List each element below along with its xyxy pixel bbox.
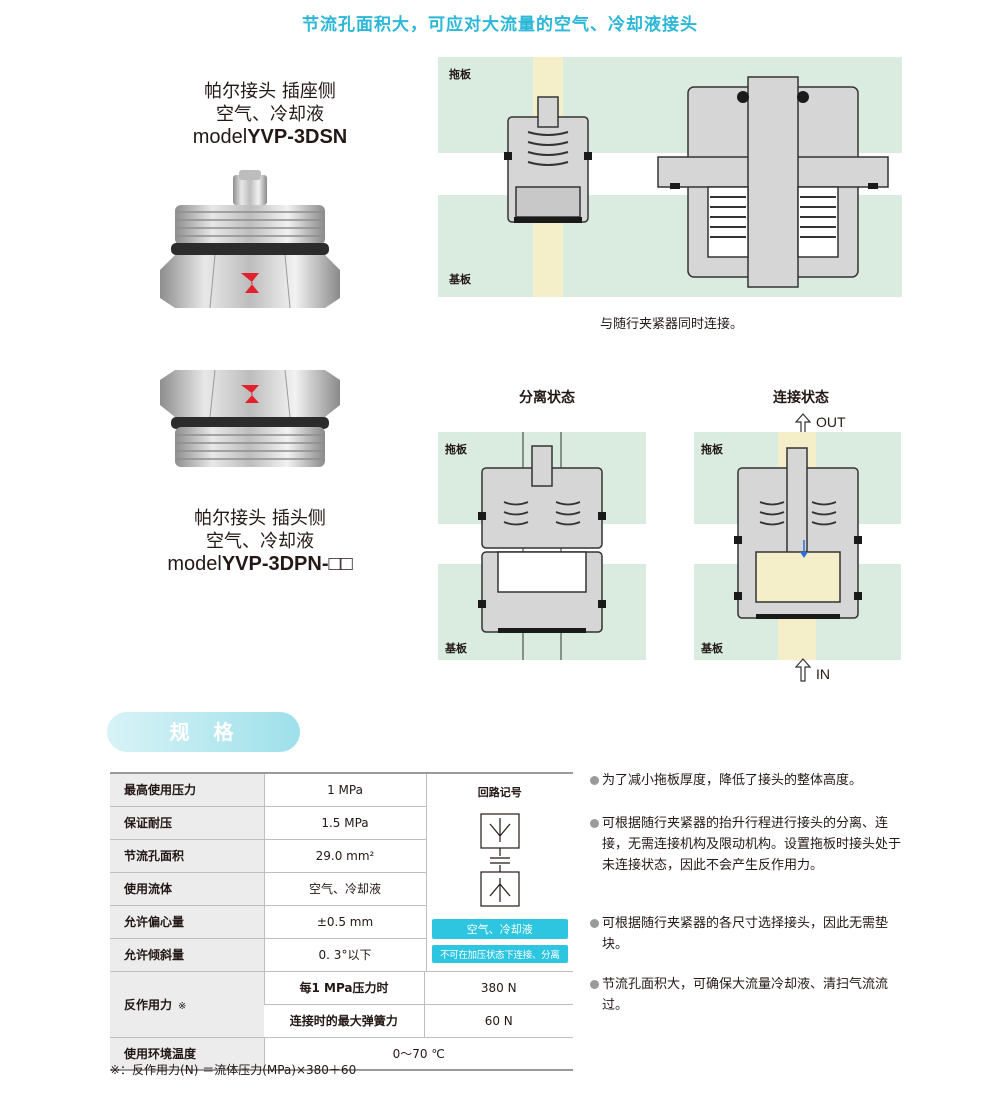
separated-state-title: 分离状态 bbox=[519, 390, 575, 406]
spec-value: 29.0 mm² bbox=[263, 839, 426, 873]
headline: 节流孔面积大，可应对大流量的空气、冷却液接头 bbox=[302, 15, 698, 35]
in-arrow-icon bbox=[795, 658, 811, 682]
socket-model: modelYVP-3DSN bbox=[170, 126, 370, 149]
top-diagram-lower-plate-label: 基板 bbox=[449, 273, 471, 286]
spec-label: 使用流体 bbox=[110, 872, 264, 906]
table-row: 允许偏心量 ±0.5 mm bbox=[110, 905, 573, 939]
spec-table: 最高使用压力 1 MPa 回路记号 空气、冷却液 不可在加压状态下连接、分离 保… bbox=[110, 772, 573, 1071]
footnote: ※：反作用力(N) ＝流体压力(MPa)×380＋60 bbox=[110, 1063, 357, 1077]
feature-text: 可根据随行夹紧器的抬升行程进行接头的分离、连接，无需连接机构及限动机构。设置拖板… bbox=[602, 816, 902, 873]
feature-text: 为了减小拖板厚度，降低了接头的整体高度。 bbox=[602, 773, 863, 788]
spec-value: 空气、冷却液 bbox=[263, 872, 426, 906]
socket-title: 帕尔接头 插座侧 bbox=[204, 81, 336, 102]
socket-photo bbox=[160, 170, 340, 309]
top-cross-section-diagram bbox=[438, 57, 902, 297]
bullet-icon bbox=[590, 919, 599, 928]
coupling-circuit-symbol-icon bbox=[480, 813, 520, 907]
spec-label: 节流孔面积 bbox=[110, 839, 264, 873]
out-label: OUT bbox=[816, 414, 846, 430]
socket-model-code: YVP-3DSN bbox=[247, 126, 348, 148]
spec-value: 0. 3°以下 bbox=[263, 938, 426, 972]
table-row: 允许倾斜量 0. 3°以下 bbox=[110, 938, 573, 972]
circuit-symbol-title: 回路记号 bbox=[477, 786, 522, 799]
plug-model-prefix: model bbox=[167, 553, 222, 575]
bullet-icon bbox=[590, 776, 599, 785]
feature-text: 节流孔面积大，可确保大流量冷却液、清扫气流流过。 bbox=[602, 977, 889, 1013]
reaction-sub-label: 每1 MPa压力时 bbox=[263, 971, 424, 1005]
spec-label: 保证耐压 bbox=[110, 806, 264, 840]
table-row: 使用流体 空气、冷却液 bbox=[110, 872, 573, 906]
table-row: 反作用力 ※ 每1 MPa压力时 380 N bbox=[110, 971, 573, 1038]
table-row: 节流孔面积 29.0 mm² bbox=[110, 839, 573, 873]
separated-state-diagram bbox=[438, 432, 646, 660]
reaction-sub-value: 380 N bbox=[423, 971, 573, 1005]
list-item: 为了减小拖板厚度，降低了接头的整体高度。 bbox=[590, 770, 910, 791]
list-item: 可根据随行夹紧器的抬升行程进行接头的分离、连接，无需连接机构及限动机构。设置拖板… bbox=[590, 813, 910, 876]
connected-upper-plate-label: 拖板 bbox=[701, 443, 723, 456]
spec-label: 允许偏心量 bbox=[110, 905, 264, 939]
spec-value: ±0.5 mm bbox=[263, 905, 426, 939]
plug-fluid: 空气、冷却液 bbox=[206, 531, 314, 552]
reaction-force-note-mark: ※ bbox=[178, 1000, 187, 1012]
table-row: 保证耐压 1.5 MPa bbox=[110, 806, 573, 840]
plug-model-code: YVP-3DPN-□□ bbox=[221, 553, 353, 575]
in-label: IN bbox=[816, 666, 830, 682]
spec-section-title: 规格 bbox=[107, 712, 300, 752]
bullet-icon bbox=[590, 980, 599, 989]
spec-label: 允许倾斜量 bbox=[110, 938, 264, 972]
socket-product-label: 帕尔接头 插座侧 空气、冷却液 modelYVP-3DSN bbox=[170, 80, 370, 149]
table-row: 连接时的最大弹簧力 60 N bbox=[110, 1004, 573, 1038]
separated-lower-plate-label: 基板 bbox=[445, 642, 467, 655]
spec-value: 1 MPa bbox=[263, 772, 426, 807]
bullet-icon bbox=[590, 819, 599, 828]
plug-photo bbox=[160, 369, 340, 467]
connected-state-title: 连接状态 bbox=[773, 390, 829, 406]
warning-badge: 不可在加压状态下连接、分离 bbox=[431, 945, 568, 963]
list-item: 可根据随行夹紧器的各尺寸选择接头，因此无需垫块。 bbox=[590, 913, 910, 955]
plug-product-label: 帕尔接头 插头侧 空气、冷却液 modelYVP-3DPN-□□ bbox=[150, 507, 370, 576]
circuit-symbol-cell: 回路记号 空气、冷却液 不可在加压状态下连接、分离 bbox=[425, 772, 573, 972]
fluid-badge: 空气、冷却液 bbox=[431, 919, 568, 939]
socket-fluid: 空气、冷却液 bbox=[216, 104, 324, 125]
list-item: 节流孔面积大，可确保大流量冷却液、清扫气流流过。 bbox=[590, 974, 910, 1016]
spec-label: 最高使用压力 bbox=[110, 772, 264, 807]
connected-lower-plate-label: 基板 bbox=[701, 642, 723, 655]
separated-upper-plate-label: 拖板 bbox=[445, 443, 467, 456]
plug-model: modelYVP-3DPN-□□ bbox=[150, 553, 370, 576]
table-row: 使用环境温度 0～70 ℃ bbox=[110, 1037, 573, 1071]
top-diagram-upper-plate-label: 拖板 bbox=[449, 68, 471, 81]
reaction-force-label-text: 反作用力 bbox=[124, 997, 173, 1012]
spec-value: 1.5 MPa bbox=[263, 806, 426, 840]
reaction-sub-label: 连接时的最大弹簧力 bbox=[264, 1004, 424, 1038]
plug-title: 帕尔接头 插头侧 bbox=[194, 508, 326, 529]
table-row: 最高使用压力 1 MPa 回路记号 空气、冷却液 不可在加压状态下连接、分离 bbox=[110, 772, 573, 972]
connected-state-diagram bbox=[694, 432, 901, 660]
feature-text: 可根据随行夹紧器的各尺寸选择接头，因此无需垫块。 bbox=[602, 916, 889, 952]
spec-label: 使用环境温度 bbox=[110, 1037, 264, 1071]
top-diagram-caption: 与随行夹紧器同时连接。 bbox=[600, 317, 744, 332]
socket-model-prefix: model bbox=[192, 126, 248, 148]
spec-value: 0～70 ℃ bbox=[263, 1037, 573, 1071]
reaction-force-label: 反作用力 ※ bbox=[110, 971, 264, 1038]
reaction-sub-value: 60 N bbox=[423, 1004, 573, 1038]
